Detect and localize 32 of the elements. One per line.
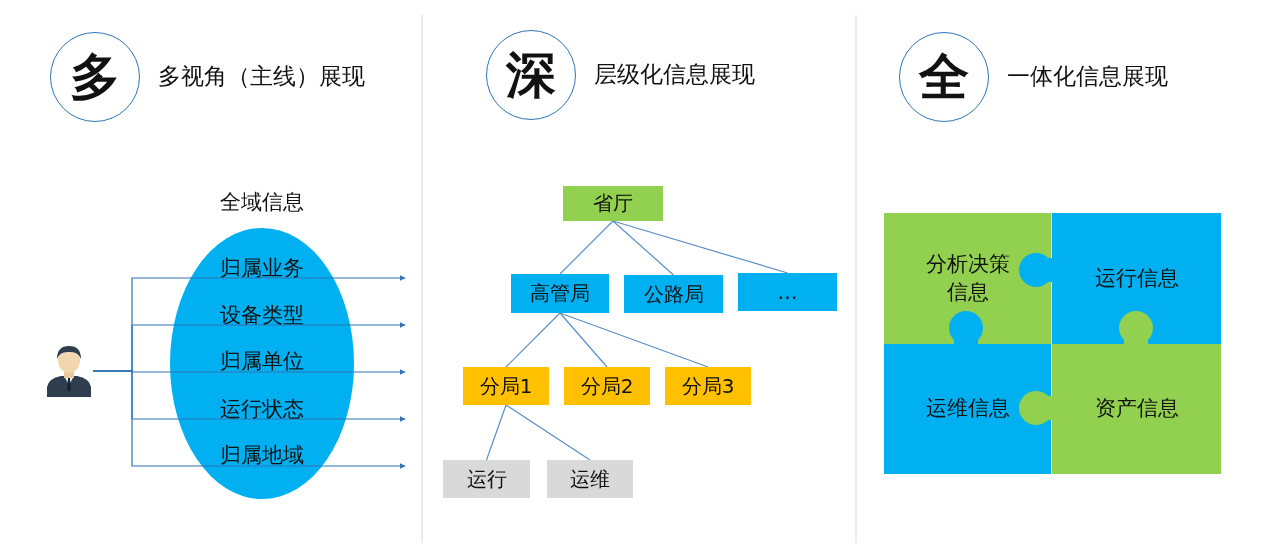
info-item: 归属地域	[219, 442, 305, 469]
info-item: 设备类型	[219, 302, 305, 329]
tree-box: 分局2	[564, 367, 650, 405]
connector-line	[505, 312, 561, 368]
info-item: 运行状态	[219, 396, 305, 423]
arrow	[92, 370, 406, 469]
puzzle-piece: 运维信息	[884, 344, 1052, 474]
person-icon	[45, 345, 93, 397]
section-heading: 多视角（主线）展现	[158, 62, 365, 91]
tree-box: 运行	[443, 460, 530, 498]
puzzle-piece: 资产信息	[1052, 344, 1222, 474]
connector-line	[559, 312, 709, 368]
puzzle-piece: 运行信息	[1052, 213, 1222, 344]
tree-box: 运维	[547, 460, 633, 498]
tree-box: 省厅	[563, 186, 663, 221]
tree-box: 分局3	[665, 367, 751, 405]
connector-line	[485, 404, 507, 461]
connector-line	[559, 220, 614, 275]
tree-box: …	[738, 273, 837, 311]
tree-box: 公路局	[624, 275, 723, 313]
puzzle-piece: 分析决策信息	[884, 213, 1052, 344]
connector-line	[612, 220, 675, 276]
section-heading: 一体化信息展现	[1007, 62, 1168, 91]
info-item: 归属业务	[219, 255, 305, 282]
tree-box: 高管局	[511, 274, 609, 313]
section-heading: 层级化信息展现	[594, 60, 755, 89]
tree-box: 分局1	[463, 367, 549, 405]
ellipse-heading: 全域信息	[219, 189, 305, 216]
connector-line	[505, 404, 591, 461]
connector-line	[559, 312, 608, 368]
connector-line	[612, 220, 789, 274]
info-item: 归属单位	[219, 348, 305, 375]
